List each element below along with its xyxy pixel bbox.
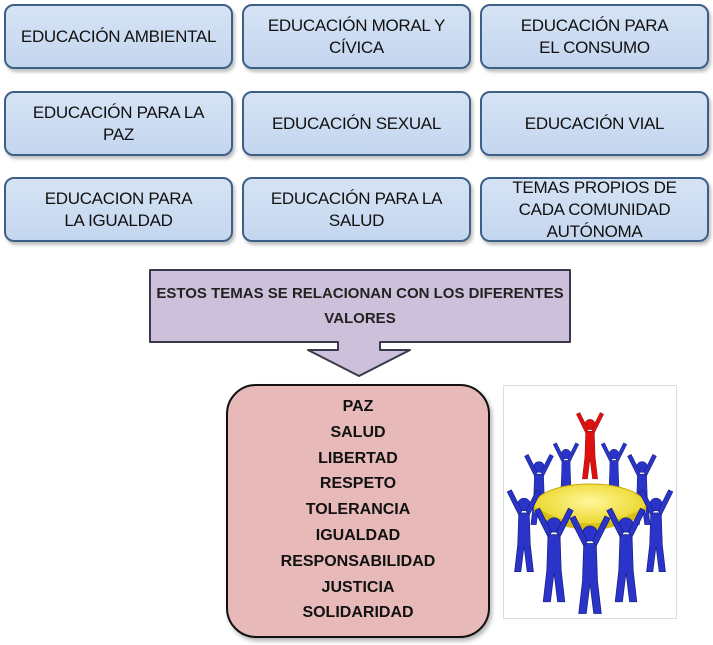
topic-box: EDUCACIÓN SEXUAL xyxy=(242,91,471,156)
people-circle-icon xyxy=(503,385,677,619)
value-item: RESPETO xyxy=(319,475,397,493)
topic-box: EDUCACION PARA LA IGUALDAD xyxy=(4,177,233,242)
topic-label: EDUCACIÓN PARA LA PAZ xyxy=(32,102,205,144)
value-item: JUSTICIA xyxy=(321,578,395,596)
topic-box: EDUCACIÓN VIAL xyxy=(480,91,709,156)
value-item: SOLIDARIDAD xyxy=(302,604,414,622)
topic-box: TEMAS PROPIOS DE CADA COMUNIDAD AUTÓNOMA xyxy=(480,177,709,242)
topic-label: EDUCACIÓN AMBIENTAL xyxy=(20,26,217,46)
topic-label: EDUCACIÓN PARA LA SALUD xyxy=(270,188,443,230)
value-item: RESPONSABILIDAD xyxy=(280,552,436,570)
topic-label: EDUCACIÓN VIAL xyxy=(524,113,665,133)
value-item: IGUALDAD xyxy=(315,526,401,544)
topic-label: EDUCACIÓN MORAL Y CÍVICA xyxy=(267,15,446,57)
topic-box: EDUCACIÓN PARA LA PAZ xyxy=(4,91,233,156)
values-list: PAZ SALUD LIBERTAD RESPETO TOLERANCIA IG… xyxy=(226,394,490,626)
relation-text: ESTOS TEMAS SE RELACIONAN CON LOS DIFERE… xyxy=(156,285,564,327)
topic-box: EDUCACIÓN PARA EL CONSUMO xyxy=(480,4,709,69)
topic-box: EDUCACIÓN AMBIENTAL xyxy=(4,4,233,69)
topic-label: EDUCACIÓN PARA EL CONSUMO xyxy=(520,15,669,57)
topic-box: EDUCACIÓN MORAL Y CÍVICA xyxy=(242,4,471,69)
topic-label: TEMAS PROPIOS DE CADA COMUNIDAD AUTÓNOMA xyxy=(512,177,677,241)
value-item: TOLERANCIA xyxy=(305,501,411,519)
topic-box: EDUCACIÓN PARA LA SALUD xyxy=(242,177,471,242)
value-item: LIBERTAD xyxy=(318,449,398,467)
value-item: PAZ xyxy=(342,398,374,415)
value-item: SALUD xyxy=(330,423,386,441)
topic-label: EDUCACIÓN SEXUAL xyxy=(271,113,442,133)
values-box xyxy=(226,384,490,638)
topic-label: EDUCACION PARA LA IGUALDAD xyxy=(44,188,193,230)
